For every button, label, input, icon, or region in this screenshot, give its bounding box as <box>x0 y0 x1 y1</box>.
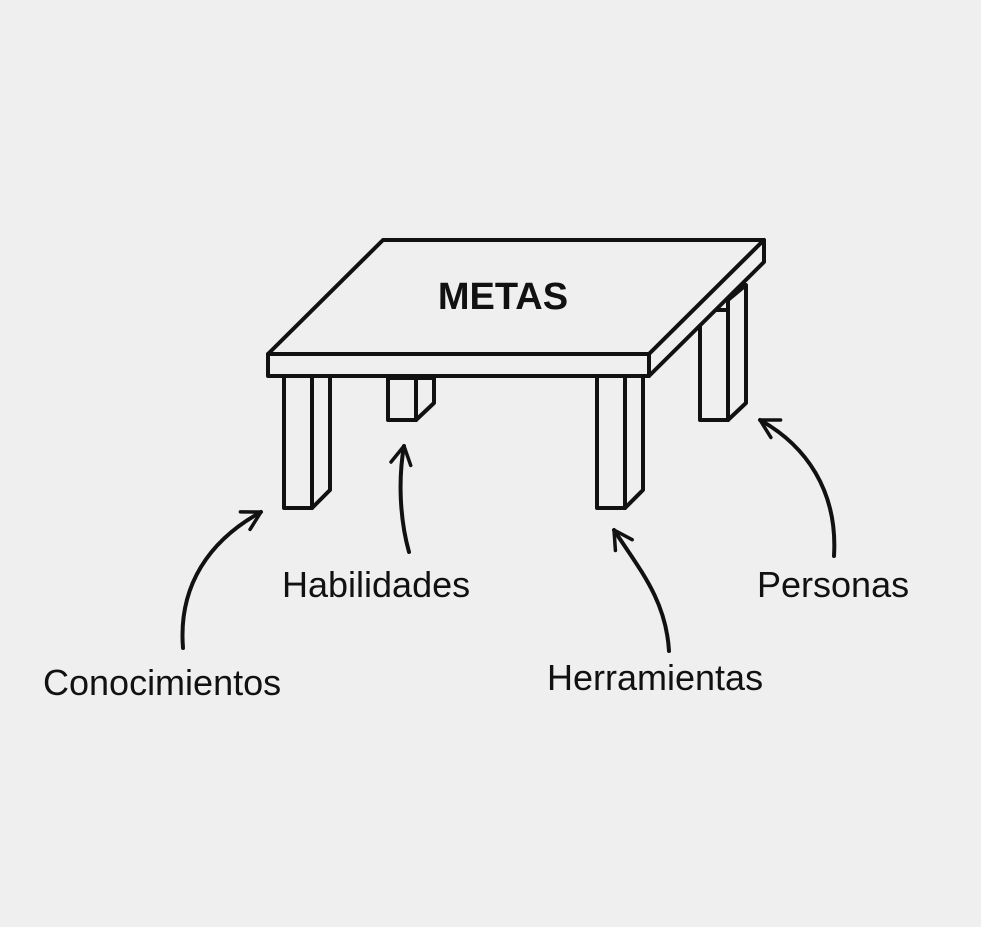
tabletop-side-edge <box>647 238 766 378</box>
arrow-herramientas <box>612 528 671 653</box>
label-herramientas: Herramientas <box>547 657 763 698</box>
tabletop: METAS <box>266 238 766 378</box>
label-conocimientos: Conocimientos <box>43 662 281 703</box>
arrow-personas <box>758 418 837 558</box>
table-leg-front-right <box>595 374 645 510</box>
label-personas: Personas <box>757 564 909 605</box>
label-habilidades: Habilidades <box>282 564 470 605</box>
arrow-conocimientos <box>180 510 263 650</box>
tabletop-label: METAS <box>438 276 568 318</box>
table-leg-back-right <box>698 283 748 422</box>
tabletop-front-edge <box>266 352 651 378</box>
table-leg-front-left <box>282 374 332 510</box>
arrow-habilidades <box>389 444 413 554</box>
